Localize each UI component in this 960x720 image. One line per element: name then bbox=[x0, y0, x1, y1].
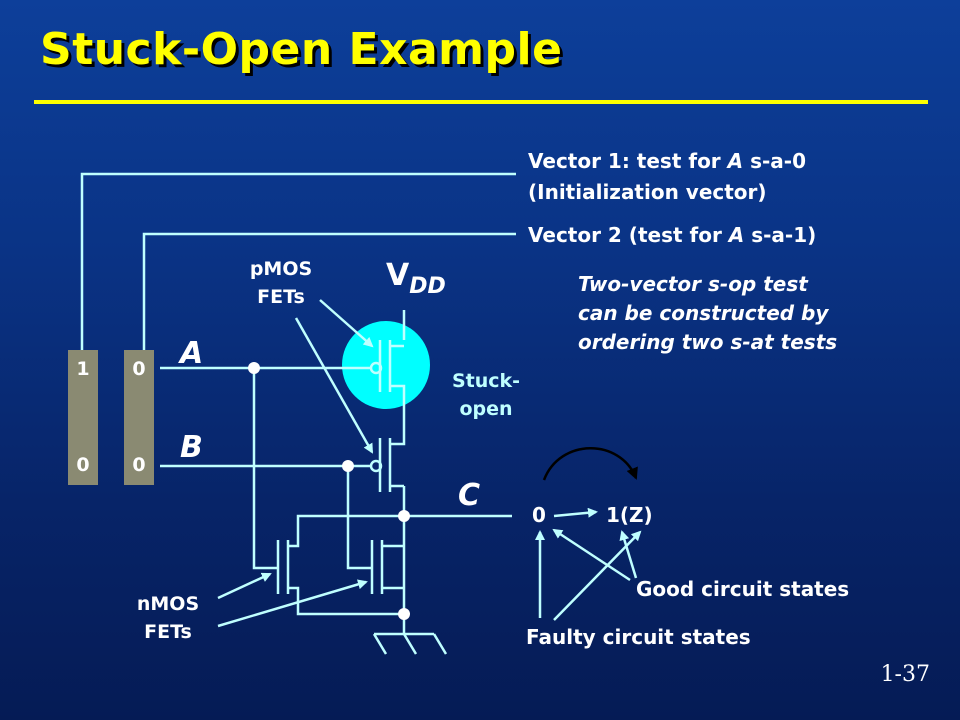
nmos-pointer-1 bbox=[217, 572, 272, 600]
note-line-2: can be constructed by bbox=[578, 301, 829, 325]
nmos-label: nMOS FETs bbox=[136, 593, 200, 643]
vector-bar-2-bit-bottom: 0 bbox=[132, 454, 146, 476]
transition-curve bbox=[542, 447, 638, 481]
signal-c-label: C bbox=[458, 478, 481, 513]
good-states-label: Good circuit states bbox=[636, 577, 850, 601]
faulty-states-label: Faulty circuit states bbox=[526, 625, 751, 649]
signal-a-label: A bbox=[180, 336, 204, 371]
vector-bar-1-bit-top: 1 bbox=[76, 358, 90, 380]
vector1-label: Vector 1: test for A s-a-0 bbox=[528, 149, 807, 173]
note-line-3: ordering two s-at tests bbox=[578, 330, 838, 354]
vector-bar-1: 1 0 bbox=[68, 350, 98, 485]
pmos-pointer-1 bbox=[319, 299, 374, 348]
vector-bar-2-bit-top: 0 bbox=[132, 358, 146, 380]
page-number: 1-37 bbox=[880, 662, 930, 687]
stuck-open-label: Stuck- open bbox=[451, 370, 521, 420]
vector1-wire bbox=[80, 172, 516, 350]
vector-bar-1-bit-bottom: 0 bbox=[76, 454, 90, 476]
state-from: 0 bbox=[532, 503, 546, 527]
good-pointer-2 bbox=[619, 530, 638, 579]
nmos-pointer-2 bbox=[217, 579, 368, 628]
vector1-sublabel: (Initialization vector) bbox=[528, 180, 767, 204]
vector2-wire bbox=[142, 232, 516, 350]
vdd-label: VDD bbox=[386, 258, 446, 299]
pmos-pointer-2 bbox=[294, 317, 374, 454]
faulty-pointer-2 bbox=[553, 530, 642, 621]
state-arrow bbox=[553, 507, 598, 518]
stuck-open-highlight bbox=[342, 321, 430, 409]
vector2-label: Vector 2 (test for A s-a-1) bbox=[528, 223, 817, 247]
note-line-1: Two-vector s-op test bbox=[578, 272, 808, 296]
state-to: 1(Z) bbox=[606, 503, 653, 527]
signal-b-label: B bbox=[180, 430, 203, 465]
vector-bar-2: 0 0 bbox=[124, 350, 154, 485]
pmos-label: pMOS FETs bbox=[249, 258, 313, 308]
good-pointer-1 bbox=[552, 528, 631, 582]
title-underline bbox=[34, 100, 928, 104]
ground-symbol bbox=[372, 614, 448, 655]
slide-title: Stuck-Open Example bbox=[40, 24, 563, 75]
